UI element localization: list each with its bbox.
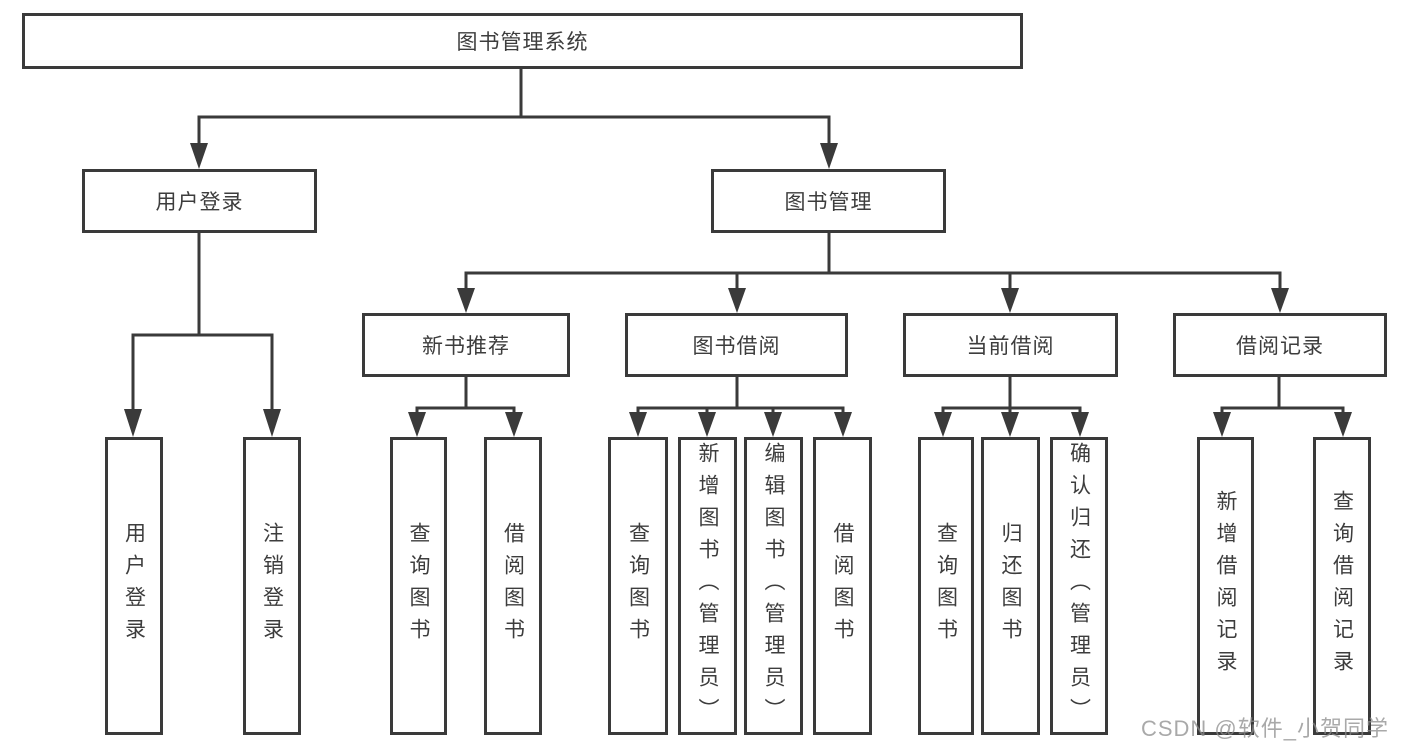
leaf-br-add-record-label: 新增借阅记录: [1214, 490, 1237, 682]
leaf-bb-edit-books-admin-label: 编辑图书（管理员）: [762, 442, 785, 730]
leaf-bb-borrow-books: 借阅图书: [813, 437, 872, 735]
leaf-logout: 注销登录: [243, 437, 301, 735]
leaf-bb-add-books-admin-label: 新增图书（管理员）: [696, 442, 719, 730]
leaf-br-query-record: 查询借阅记录: [1313, 437, 1371, 735]
node-root: 图书管理系统: [22, 13, 1023, 69]
leaf-bb-query-books: 查询图书: [608, 437, 668, 735]
leaf-br-query-record-label: 查询借阅记录: [1330, 490, 1354, 682]
node-book-borrowing: 图书借阅: [625, 313, 848, 377]
node-current-borrowing: 当前借阅: [903, 313, 1118, 377]
node-borrowing-records: 借阅记录: [1173, 313, 1387, 377]
node-book-management-label: 图书管理: [784, 191, 873, 214]
leaf-bb-query-books-label: 查询图书: [626, 522, 650, 650]
leaf-user-login: 用户登录: [105, 437, 163, 735]
node-new-book-recommend-label: 新书推荐: [422, 335, 510, 358]
node-root-label: 图书管理系统: [456, 31, 589, 54]
node-book-management: 图书管理: [711, 169, 946, 233]
leaf-cb-return-books: 归还图书: [981, 437, 1040, 735]
leaf-cb-confirm-return-admin: 确认归还（管理员）: [1050, 437, 1108, 735]
leaf-nbr-query-books: 查询图书: [390, 437, 447, 735]
leaf-nbr-borrow-books-label: 借阅图书: [501, 522, 525, 650]
node-user-login-branch: 用户登录: [82, 169, 317, 233]
leaf-cb-return-books-label: 归还图书: [999, 522, 1022, 650]
leaf-bb-borrow-books-label: 借阅图书: [831, 522, 854, 650]
node-current-borrowing-label: 当前借阅: [966, 335, 1055, 358]
leaf-cb-query-books: 查询图书: [918, 437, 974, 735]
leaf-bb-add-books-admin: 新增图书（管理员）: [678, 437, 737, 735]
node-new-book-recommend: 新书推荐: [362, 313, 570, 377]
node-book-borrowing-label: 图书借阅: [692, 335, 781, 358]
node-user-login-branch-label: 用户登录: [155, 191, 244, 214]
leaf-cb-confirm-return-admin-label: 确认归还（管理员）: [1067, 442, 1091, 730]
leaf-nbr-borrow-books: 借阅图书: [484, 437, 542, 735]
node-borrowing-records-label: 借阅记录: [1236, 335, 1324, 358]
leaf-cb-query-books-label: 查询图书: [934, 522, 958, 650]
leaf-user-login-label: 用户登录: [122, 522, 146, 650]
leaf-nbr-query-books-label: 查询图书: [407, 522, 430, 650]
watermark: CSDN @软件_小贺同学: [1140, 716, 1389, 741]
leaf-bb-edit-books-admin: 编辑图书（管理员）: [744, 437, 803, 735]
leaf-br-add-record: 新增借阅记录: [1197, 437, 1254, 735]
leaf-logout-label: 注销登录: [260, 522, 284, 650]
